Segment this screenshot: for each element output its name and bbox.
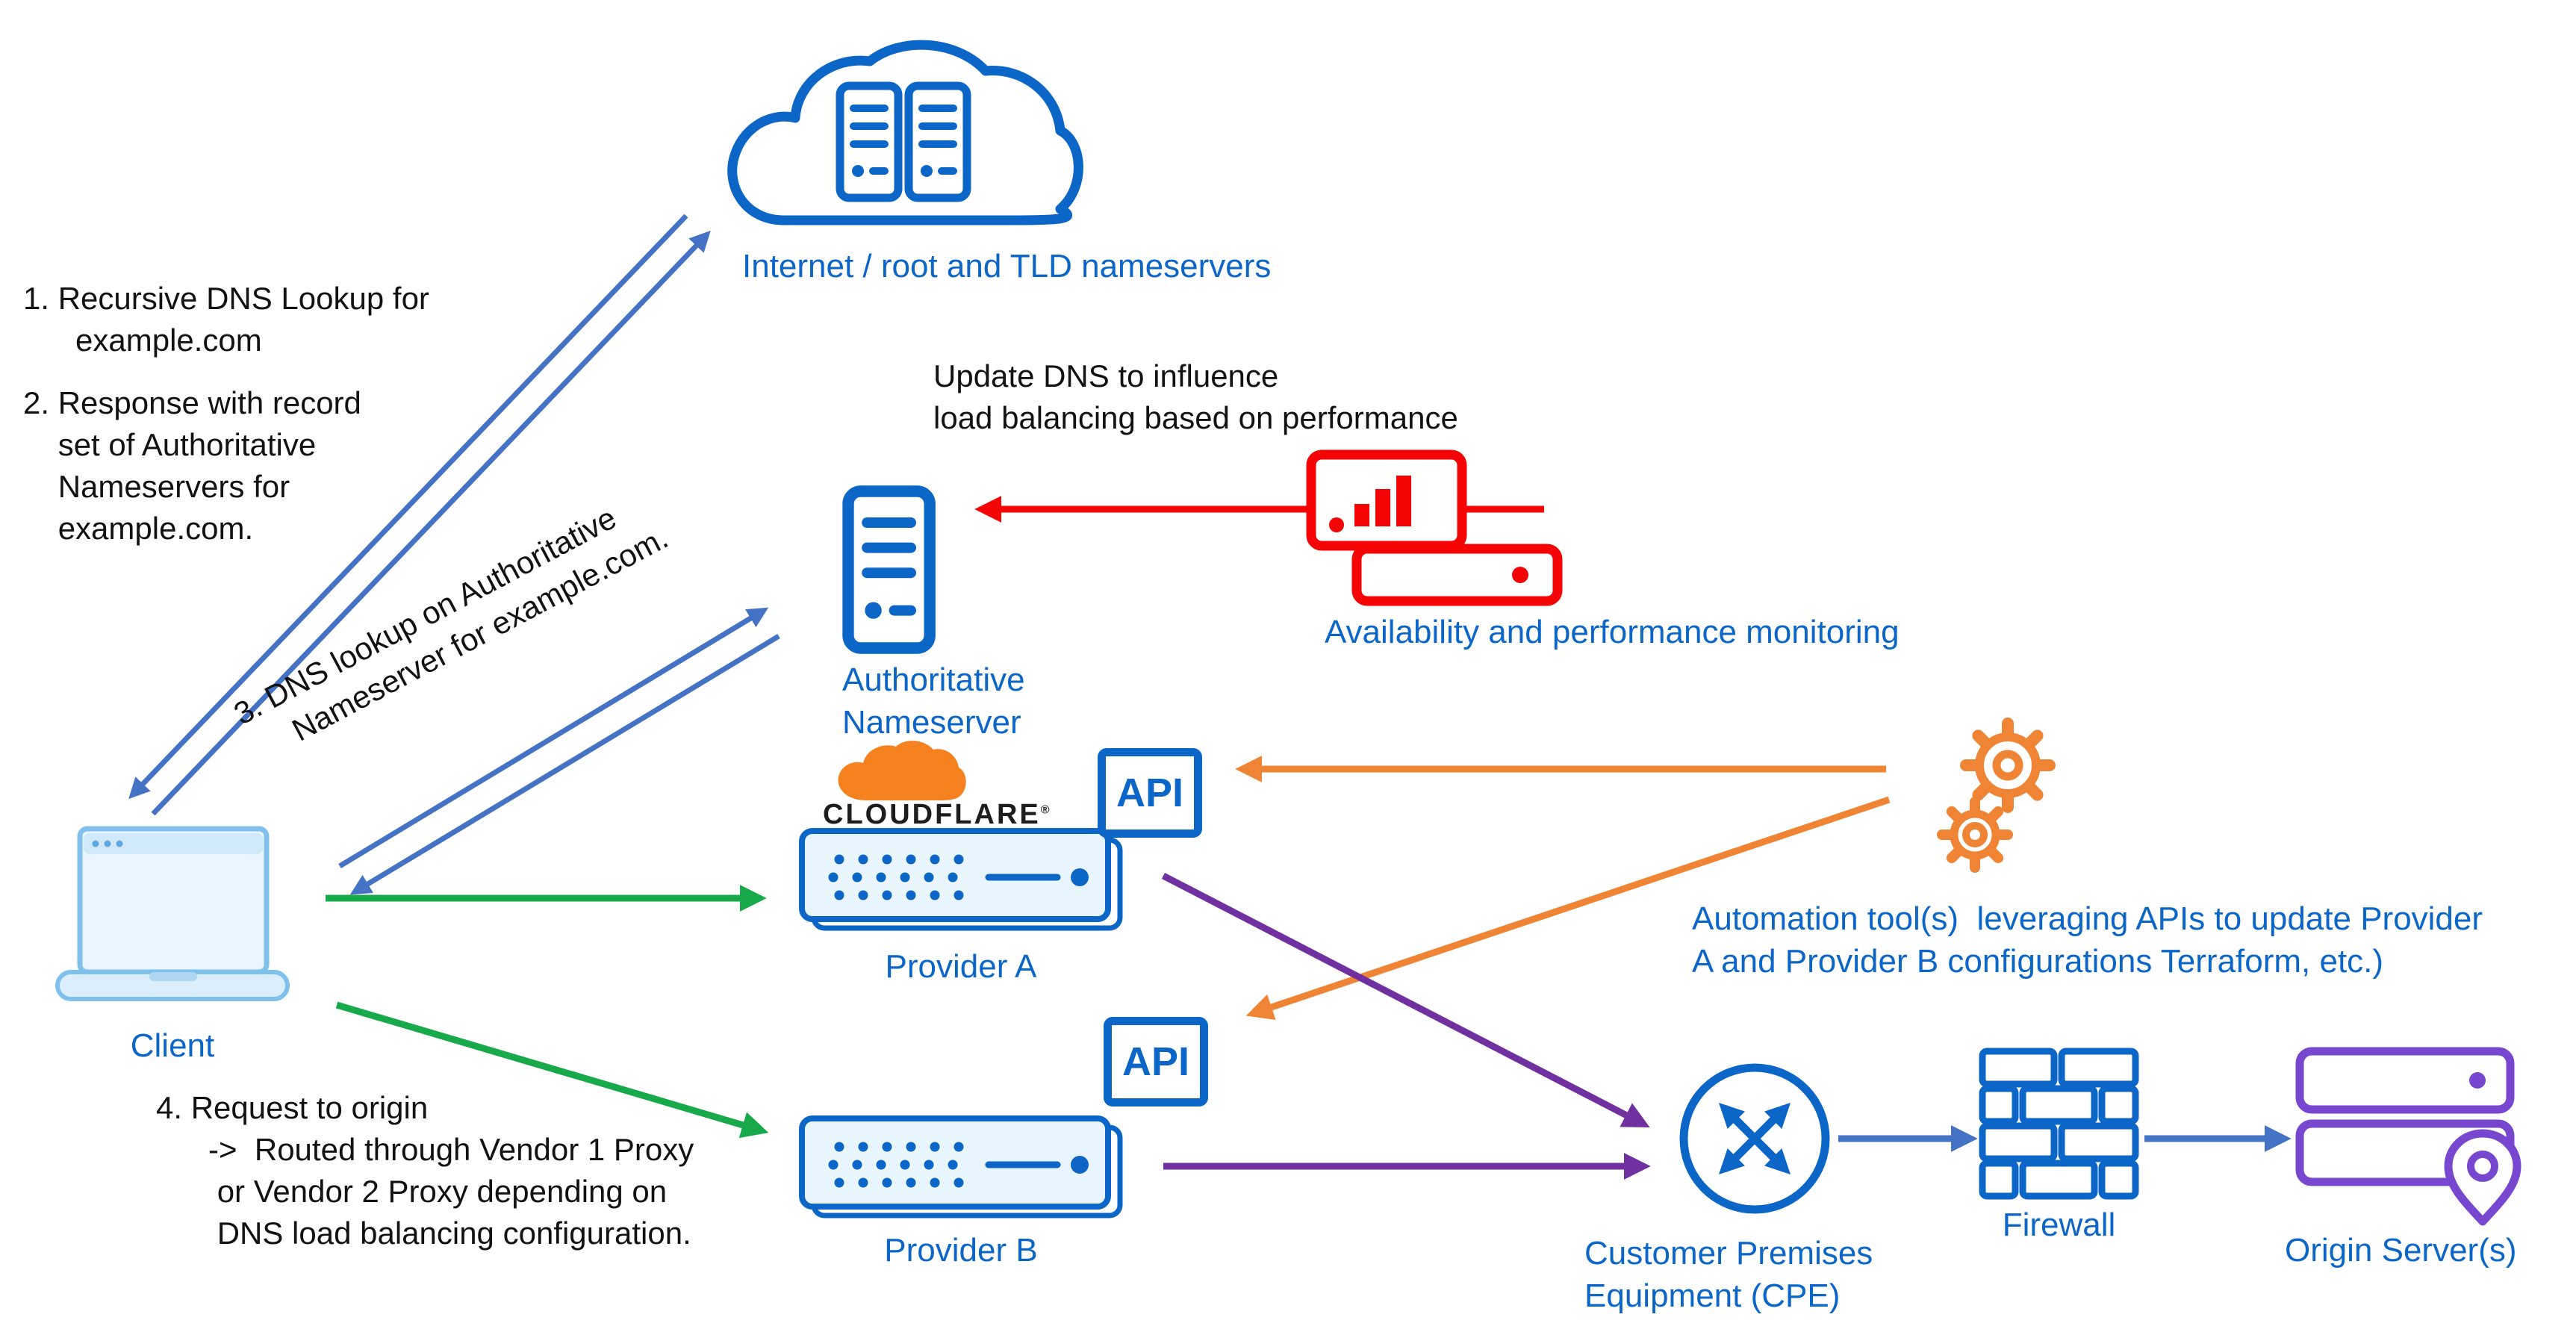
arrow-authoritative-lookup	[338, 607, 769, 868]
arrow-recursive-lookup	[151, 230, 711, 816]
cloudflare-brand-text: CLOUDFLARE	[823, 799, 1041, 830]
step1-annotation: 1. Recursive DNS Lookup for example.com	[23, 281, 429, 358]
provider-a-api-box: API	[1098, 748, 1202, 838]
internet-cloud-icon	[727, 40, 1083, 225]
provider-b-api-box: API	[1104, 1017, 1208, 1107]
origin-servers-icon	[2295, 1047, 2521, 1226]
provider-b-label: Provider B	[884, 1232, 1038, 1269]
location-pin-icon	[2444, 1129, 2521, 1226]
update-dns-annotation: Update DNS to influence load balancing b…	[933, 358, 1458, 435]
registered-mark: ®	[1040, 803, 1050, 817]
arrow-provider-a-to-cpe	[1161, 873, 1650, 1127]
gear-small-icon	[1937, 797, 2013, 873]
step2-annotation: 2. Response with record set of Authorita…	[23, 385, 361, 546]
monitoring-label: Availability and performance monitoring	[1325, 614, 1900, 650]
client-label: Client	[130, 1027, 215, 1064]
gear-large-icon	[1960, 718, 2056, 813]
provider-a-label: Provider A	[885, 948, 1037, 985]
cpe-router-icon	[1679, 1063, 1830, 1214]
arrow-recursive-response	[128, 214, 688, 800]
client-laptop-icon	[55, 826, 290, 1001]
provider-a-appliance-icon	[802, 831, 1120, 928]
authoritative-nameserver-icon	[848, 491, 930, 648]
step4-annotation: 4. Request to origin -> Routed through V…	[156, 1090, 694, 1251]
tld-server-icon	[909, 86, 967, 198]
cpe-label: Customer Premises Equipment (CPE)	[1584, 1235, 1873, 1314]
provider-b-appliance-icon	[802, 1118, 1120, 1216]
cloudflare-cloud-icon	[838, 741, 966, 800]
cloudflare-wordmark: CLOUDFLARE®	[823, 799, 1050, 831]
internet-label: Internet / root and TLD nameservers	[742, 248, 1272, 284]
automation-label: Automation tool(s) leveraging APIs to up…	[1692, 900, 2483, 980]
root-server-icon	[840, 86, 898, 198]
monitoring-icon	[1306, 449, 1563, 606]
arrow-authoritative-response	[349, 634, 780, 895]
arrow-client-to-provider-b	[335, 1001, 769, 1139]
origin-label: Origin Server(s)	[2285, 1232, 2517, 1269]
authoritative-nameserver-label: Authoritative Nameserver	[842, 662, 1025, 741]
automation-gears-icon	[1937, 718, 2056, 873]
firewall-label: Firewall	[2002, 1207, 2116, 1243]
firewall-icon	[1979, 1048, 2139, 1200]
